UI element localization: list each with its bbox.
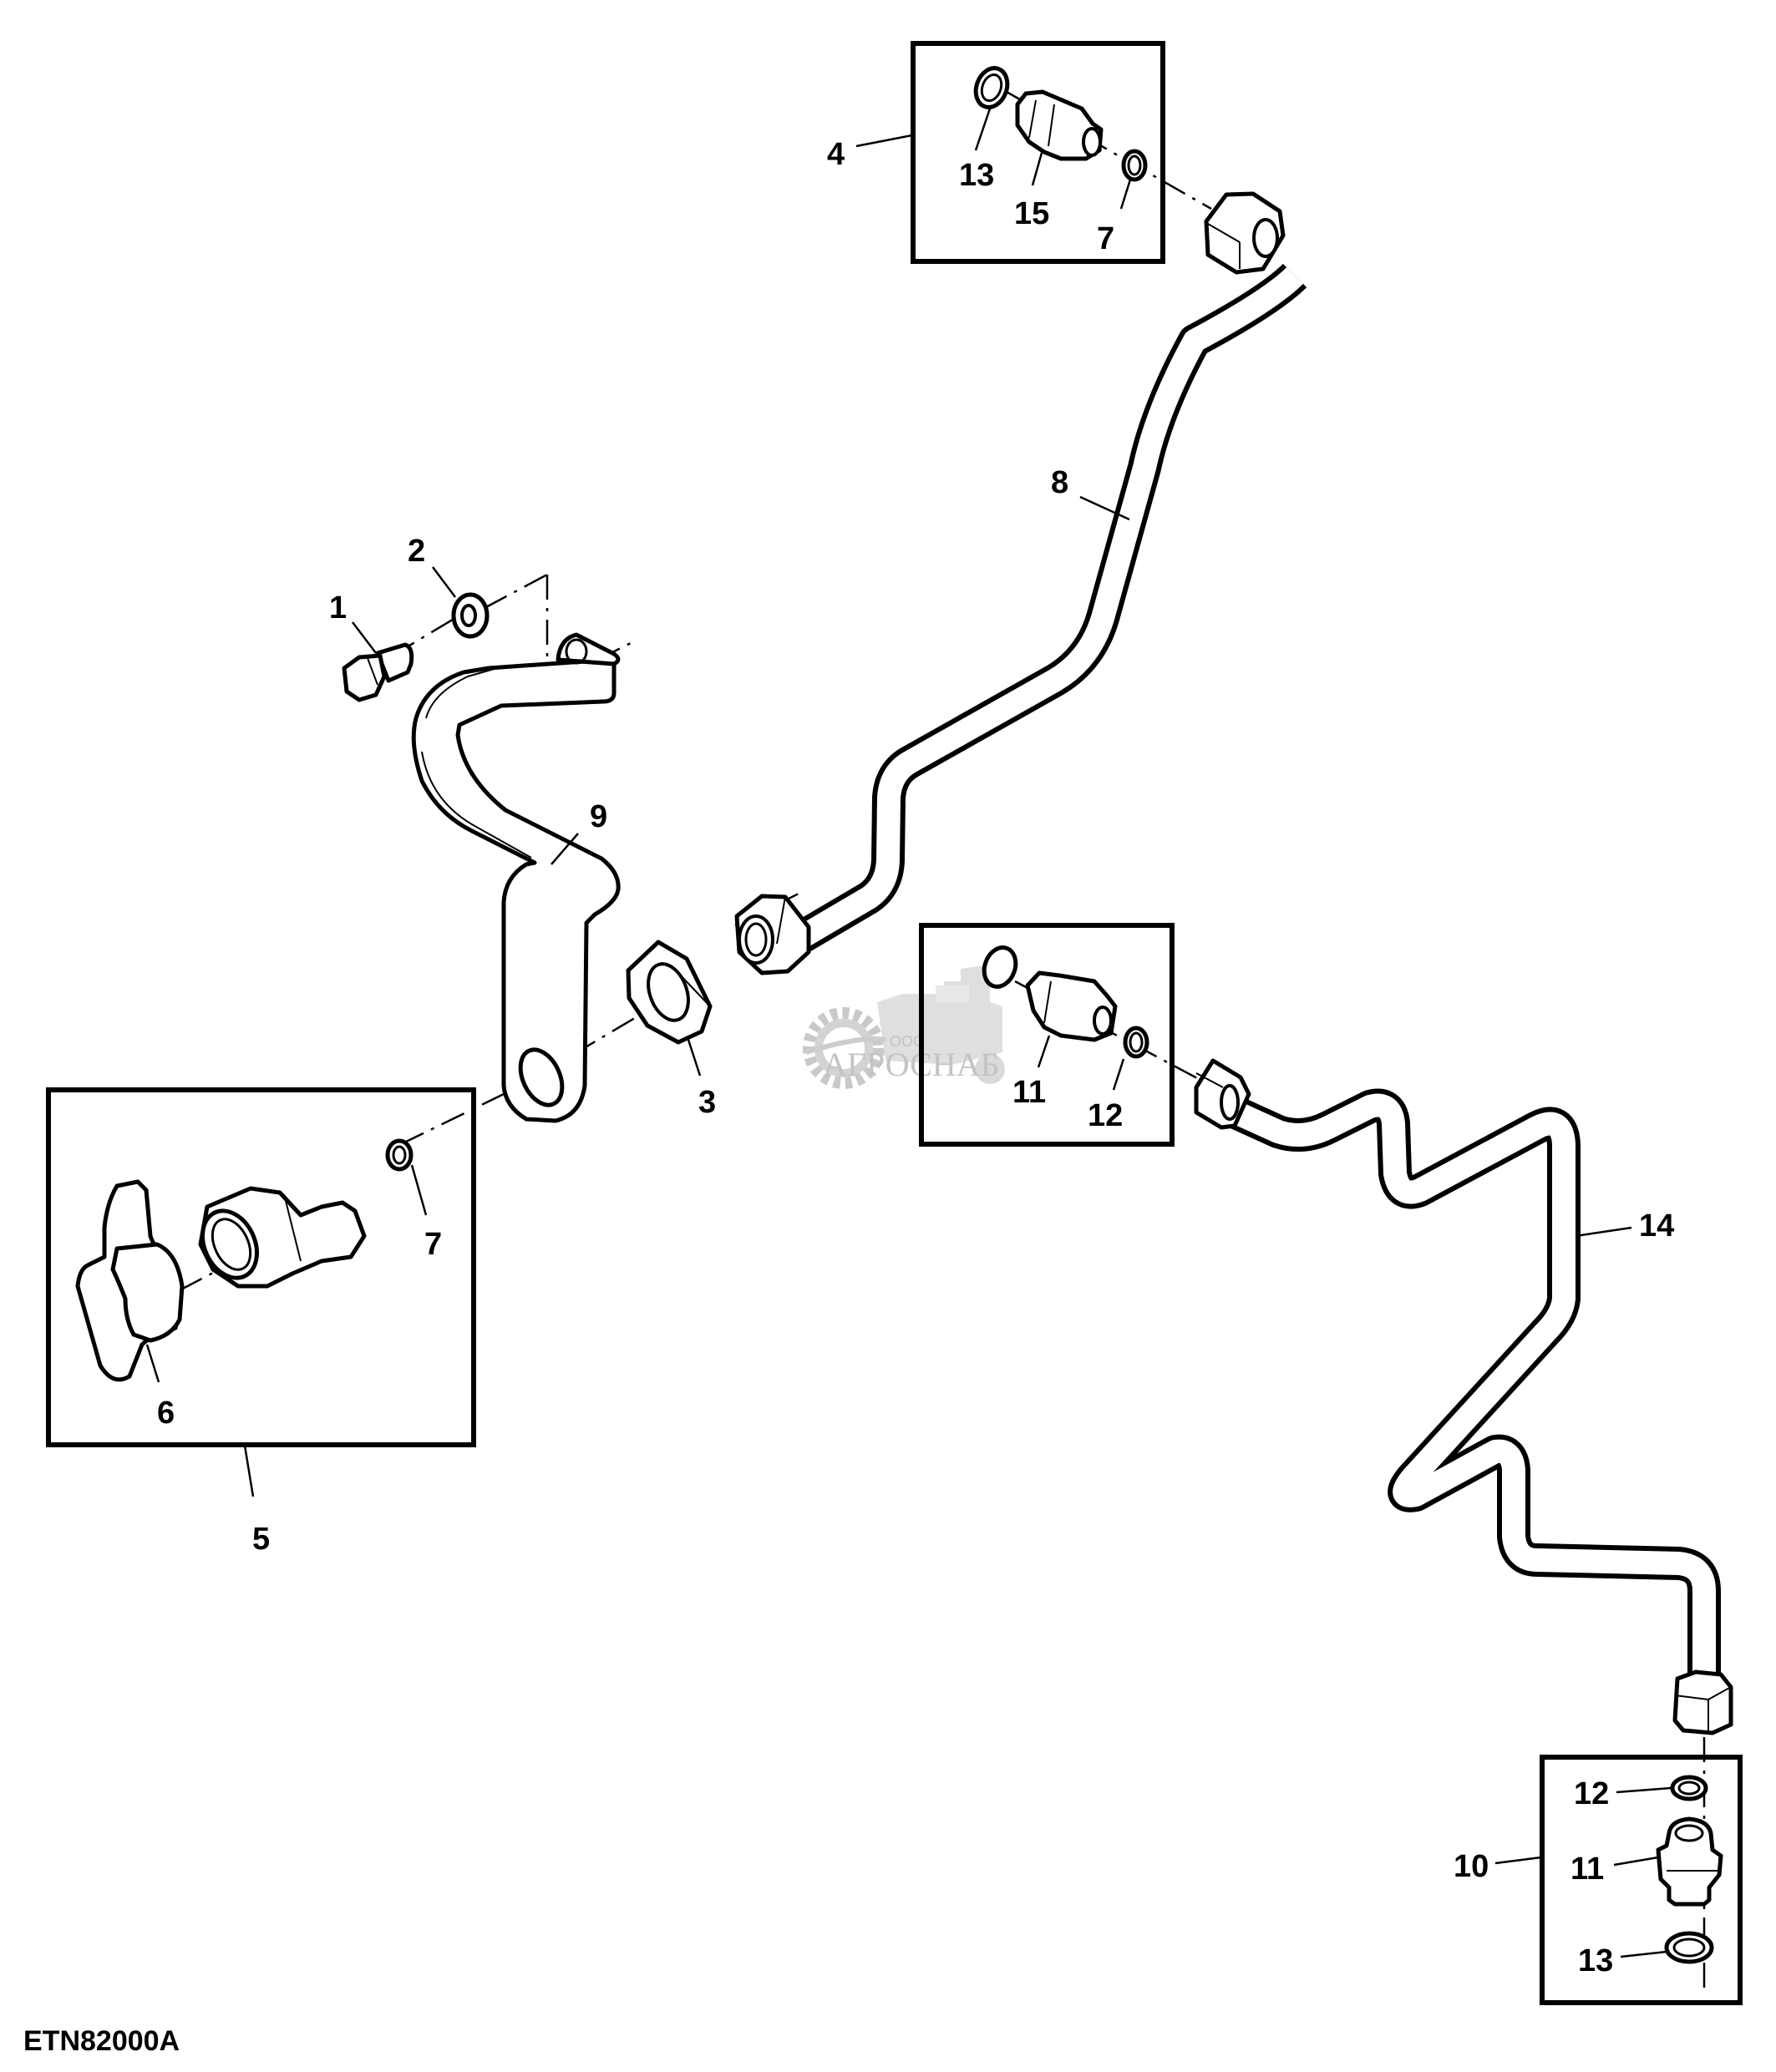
figure-id: ETN82000A	[23, 2025, 180, 2057]
callout-7-top: 7	[1097, 221, 1114, 256]
pipe-14-left-nut[interactable]	[1194, 1058, 1251, 1130]
part-2-washer[interactable]	[451, 592, 490, 639]
part-12-oring-bottom[interactable]	[1670, 1775, 1708, 1801]
part-8-pipe[interactable]	[789, 263, 1307, 955]
callout-11-middle: 11	[1012, 1075, 1046, 1110]
assembly-box-5	[46, 1087, 476, 1447]
watermark-brand: АГРОСНАБ	[823, 1046, 1000, 1083]
callout-1: 1	[329, 590, 347, 626]
part-13-oring-bottom[interactable]	[1664, 1931, 1714, 1964]
part-3-hex-nut[interactable]	[626, 940, 713, 1045]
callout-3: 3	[698, 1085, 716, 1120]
part-11-adapter-fitting-bottom[interactable]	[1656, 1816, 1723, 1907]
part-5-coupler-body[interactable]	[192, 1186, 367, 1289]
callout-5: 5	[252, 1522, 270, 1557]
pipe-8-bottom-nut[interactable]	[734, 894, 811, 975]
part-7-oring-coupler[interactable]	[385, 1138, 414, 1172]
assembly-box-10	[1540, 1755, 1743, 2005]
callout-14: 14	[1639, 1208, 1674, 1244]
part-15-adapter-fitting[interactable]	[1015, 89, 1104, 161]
watermark-prefix: ООО	[890, 1033, 925, 1050]
callout-2: 2	[408, 534, 425, 569]
part-9-bracket[interactable]	[411, 632, 621, 1123]
callout-13-top: 13	[959, 158, 994, 193]
assembly-box-4	[911, 41, 1165, 264]
callout-6: 6	[157, 1396, 175, 1431]
part-11-adapter-fitting-middle[interactable]	[1025, 970, 1118, 1042]
callout-4: 4	[827, 137, 845, 172]
pipe-8-top-nut[interactable]	[1204, 191, 1286, 275]
callout-10: 10	[1454, 1849, 1489, 1884]
combine-harvester-icon	[877, 965, 1005, 1084]
part-7-oring-top[interactable]	[1121, 149, 1148, 182]
part-14-pipe[interactable]	[1225, 1088, 1721, 1687]
pipe-14-bottom-nut[interactable]	[1672, 1669, 1733, 1735]
watermark-logo: ООО АГРОСНАБ	[803, 965, 1005, 1089]
callout-13-bottom: 13	[1578, 1943, 1613, 1978]
callout-8: 8	[1051, 465, 1068, 500]
callout-15: 15	[1014, 196, 1049, 231]
part-1-bolt[interactable]	[342, 642, 414, 702]
callout-12-bottom: 12	[1574, 1776, 1609, 1811]
callout-9: 9	[590, 799, 607, 834]
part-oring-middle-left[interactable]	[979, 943, 1021, 990]
part-12-oring-middle[interactable]	[1123, 1026, 1149, 1059]
part-6-dust-cap[interactable]	[75, 1179, 185, 1382]
part-13-oring-top[interactable]	[971, 63, 1012, 111]
callout-12-middle: 12	[1088, 1098, 1123, 1133]
callout-11-bottom: 11	[1570, 1852, 1604, 1887]
callout-7-coupler: 7	[424, 1227, 442, 1262]
assembly-box-middle	[919, 923, 1175, 1147]
